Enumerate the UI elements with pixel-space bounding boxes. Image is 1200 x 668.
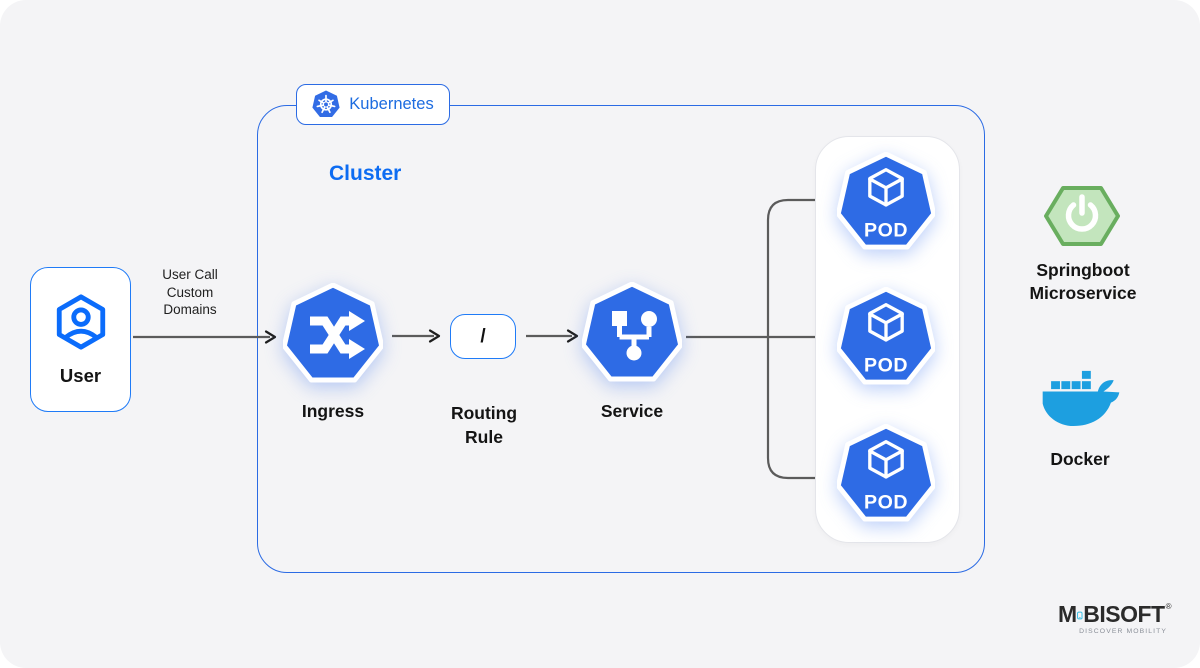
pod-label: POD (864, 354, 908, 376)
kubernetes-badge-label: Kubernetes (349, 95, 434, 113)
cluster-label: Cluster (329, 162, 402, 185)
user-box: User (30, 267, 131, 412)
docker-whale-icon (1042, 370, 1120, 427)
ingress-label: Ingress (301, 401, 365, 421)
mobisoft-logo: M BISOFT ® DISCOVER MOBILITY (1058, 601, 1172, 635)
routing-rule-symbol: / (480, 325, 486, 347)
mobisoft-wordmark: M BISOFT ® (1058, 601, 1172, 627)
pod-label: POD (864, 491, 908, 513)
routing-rule-box: / (450, 314, 516, 359)
kubernetes-helm-icon (312, 90, 340, 118)
kubernetes-cluster-container (257, 105, 985, 573)
user-hexagon-icon (56, 293, 105, 350)
user-label: User (59, 364, 102, 386)
user-call-note: User Call Custom Domains (162, 267, 218, 317)
service-label: Service (600, 401, 664, 421)
pod-cube-icon: POD (837, 287, 935, 385)
pod-cube-icon: POD (837, 152, 935, 250)
kubernetes-badge: Kubernetes (296, 84, 450, 125)
spring-boot-icon (1044, 186, 1120, 246)
phone-icon (1077, 611, 1083, 620)
springboot-label: Springboot Microservice (1029, 260, 1137, 303)
routing-rule-label: Routing Rule (450, 403, 518, 447)
service-network-icon (582, 282, 682, 382)
pod-cube-icon: POD (837, 424, 935, 522)
pod-label: POD (864, 219, 908, 241)
mobisoft-tagline: DISCOVER MOBILITY (1079, 628, 1167, 635)
docker-label: Docker (1050, 449, 1110, 469)
shuffle-arrows-icon (283, 283, 383, 383)
registered-mark: ® (1165, 602, 1172, 611)
